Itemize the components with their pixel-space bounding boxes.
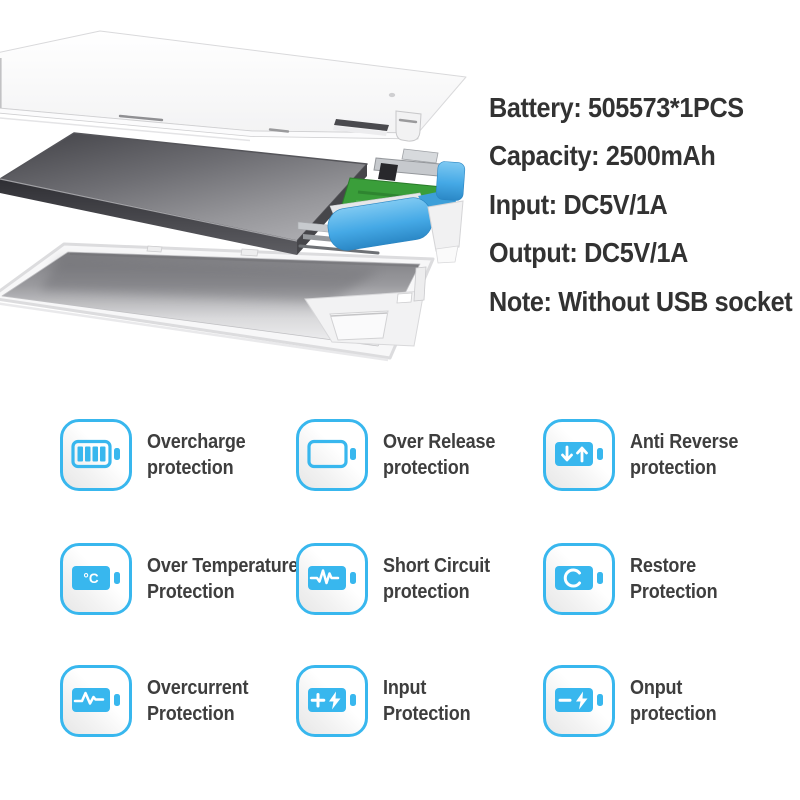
spec-line-battery: Battery: 505573*1PCS bbox=[489, 92, 744, 123]
feature-label: Short Circuit bbox=[383, 554, 490, 577]
cover-hook-tab bbox=[395, 110, 422, 142]
battery-temperature-icon: °C bbox=[60, 543, 132, 615]
spec-panel: Battery: 505573*1PCS Capacity: 2500mAh I… bbox=[489, 84, 800, 326]
feature-label: Input bbox=[383, 676, 427, 699]
feature-short-circuit-protection: Short Circuit protection bbox=[296, 543, 505, 615]
powerbank-exploded-svg bbox=[0, 30, 467, 362]
feature-label: Over Release bbox=[383, 430, 496, 453]
cover-led-hole bbox=[388, 92, 396, 98]
cover-usb-slot bbox=[334, 119, 389, 131]
battery-full-icon bbox=[60, 419, 132, 491]
spec-line-capacity: Capacity: 2500mAh bbox=[489, 140, 716, 172]
feature-overcurrent-protection: Overcurrent Protection bbox=[60, 665, 262, 737]
feature-over-release-protection: Over Release protection bbox=[296, 419, 511, 491]
battery-arrows-icon bbox=[543, 419, 615, 491]
feature-label: Over Temperature bbox=[147, 554, 299, 577]
bottom-case bbox=[0, 242, 435, 362]
feature-restore-protection: Restore Protection bbox=[543, 543, 729, 615]
battery-shortcircuit-icon bbox=[296, 543, 368, 615]
feature-anti-reverse-protection: Anti Reverse protection bbox=[543, 419, 753, 491]
feature-label: protection bbox=[630, 701, 717, 725]
top-cover bbox=[0, 30, 467, 142]
feature-onput-protection: Onput protection bbox=[543, 665, 728, 737]
pcb-component bbox=[378, 163, 398, 181]
feature-label: protection bbox=[147, 455, 234, 479]
svg-text:°C: °C bbox=[83, 571, 98, 586]
feature-label: Overcharge bbox=[147, 430, 246, 453]
feature-label: protection bbox=[383, 579, 470, 603]
feature-label: Overcurrent bbox=[147, 676, 249, 699]
feature-label: Protection bbox=[147, 701, 235, 725]
feature-label: Anti Reverse bbox=[630, 430, 739, 453]
spec-line-note: Note: Without USB socket bbox=[489, 285, 793, 317]
feature-overcharge-protection: Overcharge protection bbox=[60, 419, 259, 491]
feature-over-temperature-protection: °C Over Temperature Protection bbox=[60, 543, 319, 615]
feature-label: Protection bbox=[147, 579, 235, 603]
battery-overcurrent-icon bbox=[60, 665, 132, 737]
spec-line-output: Output: DC5V/1A bbox=[489, 237, 688, 269]
feature-label: Restore bbox=[630, 554, 696, 577]
feature-label: protection bbox=[630, 455, 717, 479]
feature-label: Protection bbox=[630, 579, 718, 603]
feature-label: Protection bbox=[383, 701, 471, 725]
feature-label: protection bbox=[383, 455, 470, 479]
feature-input-protection: Input Protection bbox=[296, 665, 482, 737]
powerbank-exploded-view bbox=[0, 0, 480, 385]
battery-empty-icon bbox=[296, 419, 368, 491]
battery-onput-icon bbox=[543, 665, 615, 737]
battery-restore-icon bbox=[543, 543, 615, 615]
usb-connector bbox=[327, 161, 466, 264]
spec-line-input: Input: DC5V/1A bbox=[489, 188, 668, 220]
feature-label: Onput bbox=[630, 676, 683, 699]
battery-input-icon bbox=[296, 665, 368, 737]
